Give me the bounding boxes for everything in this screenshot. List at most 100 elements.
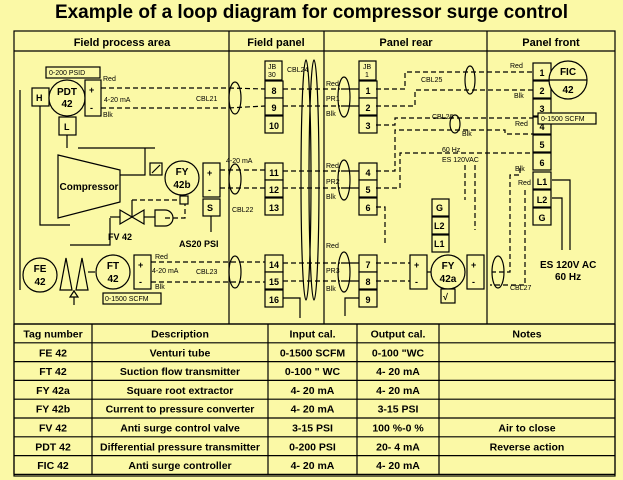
front-terminal-label: 2 — [539, 86, 544, 96]
pair-pr2: PR2 — [326, 179, 340, 186]
table-cell: FV 42 — [39, 423, 67, 435]
svg-text:Blk: Blk — [326, 194, 336, 201]
fic42-num: 42 — [562, 85, 574, 96]
table-cell: 100 %-0 % — [372, 423, 424, 435]
svg-text:CBL22: CBL22 — [232, 207, 254, 214]
jb1-terminal-label: 1 — [365, 86, 370, 96]
pdt-range: 0-200 PSID — [49, 70, 85, 77]
fy42b-tag: FY — [176, 167, 189, 178]
ft-signal: 4-20 mA — [152, 268, 179, 275]
svg-text:Blk: Blk — [103, 112, 113, 119]
section-panel-front: Panel front — [522, 37, 580, 49]
pdt-signal: 4-20 mA — [104, 97, 131, 104]
table-header: Output cal. — [371, 329, 426, 341]
ground-term: G — [436, 203, 443, 213]
front-terminal-box — [532, 189, 552, 208]
svg-text:+: + — [414, 260, 419, 270]
table-cell: PDT 42 — [35, 441, 71, 453]
front-terminal-label: 4 — [539, 122, 544, 132]
jb30-terminal-box — [264, 115, 284, 134]
front-terminal-label: L1 — [537, 177, 548, 187]
svg-text:Red: Red — [326, 243, 339, 250]
table-cell: FY 42a — [36, 385, 70, 397]
jb1-terminal-label: 4 — [365, 168, 370, 178]
field-wiring: CBL21 — [101, 81, 266, 289]
svg-text:Red: Red — [515, 121, 528, 128]
jb30-terminal-label: 9 — [271, 103, 276, 113]
table-cell: Suction flow transmitter — [120, 366, 240, 378]
table-cell: FIC 42 — [37, 460, 69, 472]
jb30-terminal-label: 8 — [271, 86, 276, 96]
table-cell: 0-100 " WC — [285, 366, 341, 378]
section-panel-rear: Panel rear — [379, 37, 433, 49]
svg-text:-: - — [208, 185, 211, 195]
svg-text:Blk: Blk — [326, 111, 336, 118]
svg-text:Red: Red — [510, 63, 523, 70]
fv42-label: FV 42 — [108, 232, 132, 242]
front-terminal-box — [532, 207, 552, 226]
power-terminal-block: G L2 L1 — [431, 198, 450, 253]
pair-pr1: PR1 — [326, 96, 340, 103]
front-power-volts: ES 120V AC — [540, 260, 596, 271]
svg-text:CBL25: CBL25 — [421, 77, 443, 84]
jb1-terminal-label: 7 — [365, 260, 370, 270]
table-cell: 4- 20 mA — [291, 404, 335, 416]
table-cell: 4- 20 mA — [376, 385, 420, 397]
jb30-terminal-label: 11 — [269, 168, 279, 178]
svg-text:Blk: Blk — [514, 93, 524, 100]
air-supply-label: AS20 PSI — [179, 239, 219, 249]
pdt42-bubble — [48, 79, 86, 117]
front-terminal-label: 6 — [539, 158, 544, 168]
jb30-terminal-box — [264, 197, 284, 216]
svg-text:Red: Red — [103, 76, 116, 83]
svg-text:+: + — [207, 168, 212, 178]
table-cell: Anti surge control valve — [120, 423, 240, 435]
svg-text:CBL24: CBL24 — [287, 67, 309, 74]
table-cell: 3-15 PSI — [378, 404, 419, 416]
svg-text:Red: Red — [518, 180, 531, 187]
table-cell: Air to close — [498, 423, 555, 435]
table-cell: 0-1500 SCFM — [280, 347, 346, 359]
jb1-jb: JB — [363, 64, 372, 71]
front-power-hz: 60 Hz — [555, 272, 581, 283]
l2-term: L2 — [434, 221, 445, 231]
jb1-terminal-label: 2 — [365, 103, 370, 113]
table-cell: FE 42 — [39, 347, 67, 359]
table-cell: 4- 20 mA — [291, 460, 335, 472]
fy42b-assembly: FY 42b + - S AS20 PSI 4-20 mA CBL22 — [149, 158, 254, 249]
jb30-terminal-label: 10 — [269, 121, 279, 131]
table-header: Tag number — [23, 329, 82, 341]
compressor: Compressor — [57, 147, 155, 246]
front-terminal-label: 5 — [539, 140, 544, 150]
front-terminal-label: L2 — [537, 195, 548, 205]
fe42-bubble — [22, 257, 58, 293]
jb30-terminal-label: 12 — [269, 185, 279, 195]
front-terminal-box — [532, 171, 552, 190]
table-cell: FY 42b — [36, 404, 70, 416]
jb1-terminal-label: 6 — [365, 203, 370, 213]
fy42b-supply: S — [207, 203, 213, 213]
front-terminal-box — [532, 134, 552, 153]
front-terminal-label: 3 — [539, 104, 544, 114]
svg-text:CBL21: CBL21 — [196, 96, 218, 103]
table-cell: 0-100 "WC — [372, 347, 425, 359]
table-cell: 4- 20 mA — [376, 366, 420, 378]
table-cell: 20- 4 mA — [376, 441, 420, 453]
svg-text:+: + — [471, 260, 476, 270]
table-cell: Square root extractor — [127, 385, 234, 397]
jb30-terminal-label: 16 — [269, 295, 279, 305]
jb1-terminal-label: 8 — [365, 277, 370, 287]
ft42-bubble — [95, 254, 131, 290]
jb30-terminal-label: 15 — [269, 277, 279, 287]
svg-text:CBL23: CBL23 — [196, 269, 218, 276]
sqrt-symbol: √ — [443, 292, 448, 302]
svg-text:Red: Red — [326, 163, 339, 170]
fe42-num: 42 — [34, 277, 46, 288]
svg-text:-: - — [415, 277, 418, 287]
